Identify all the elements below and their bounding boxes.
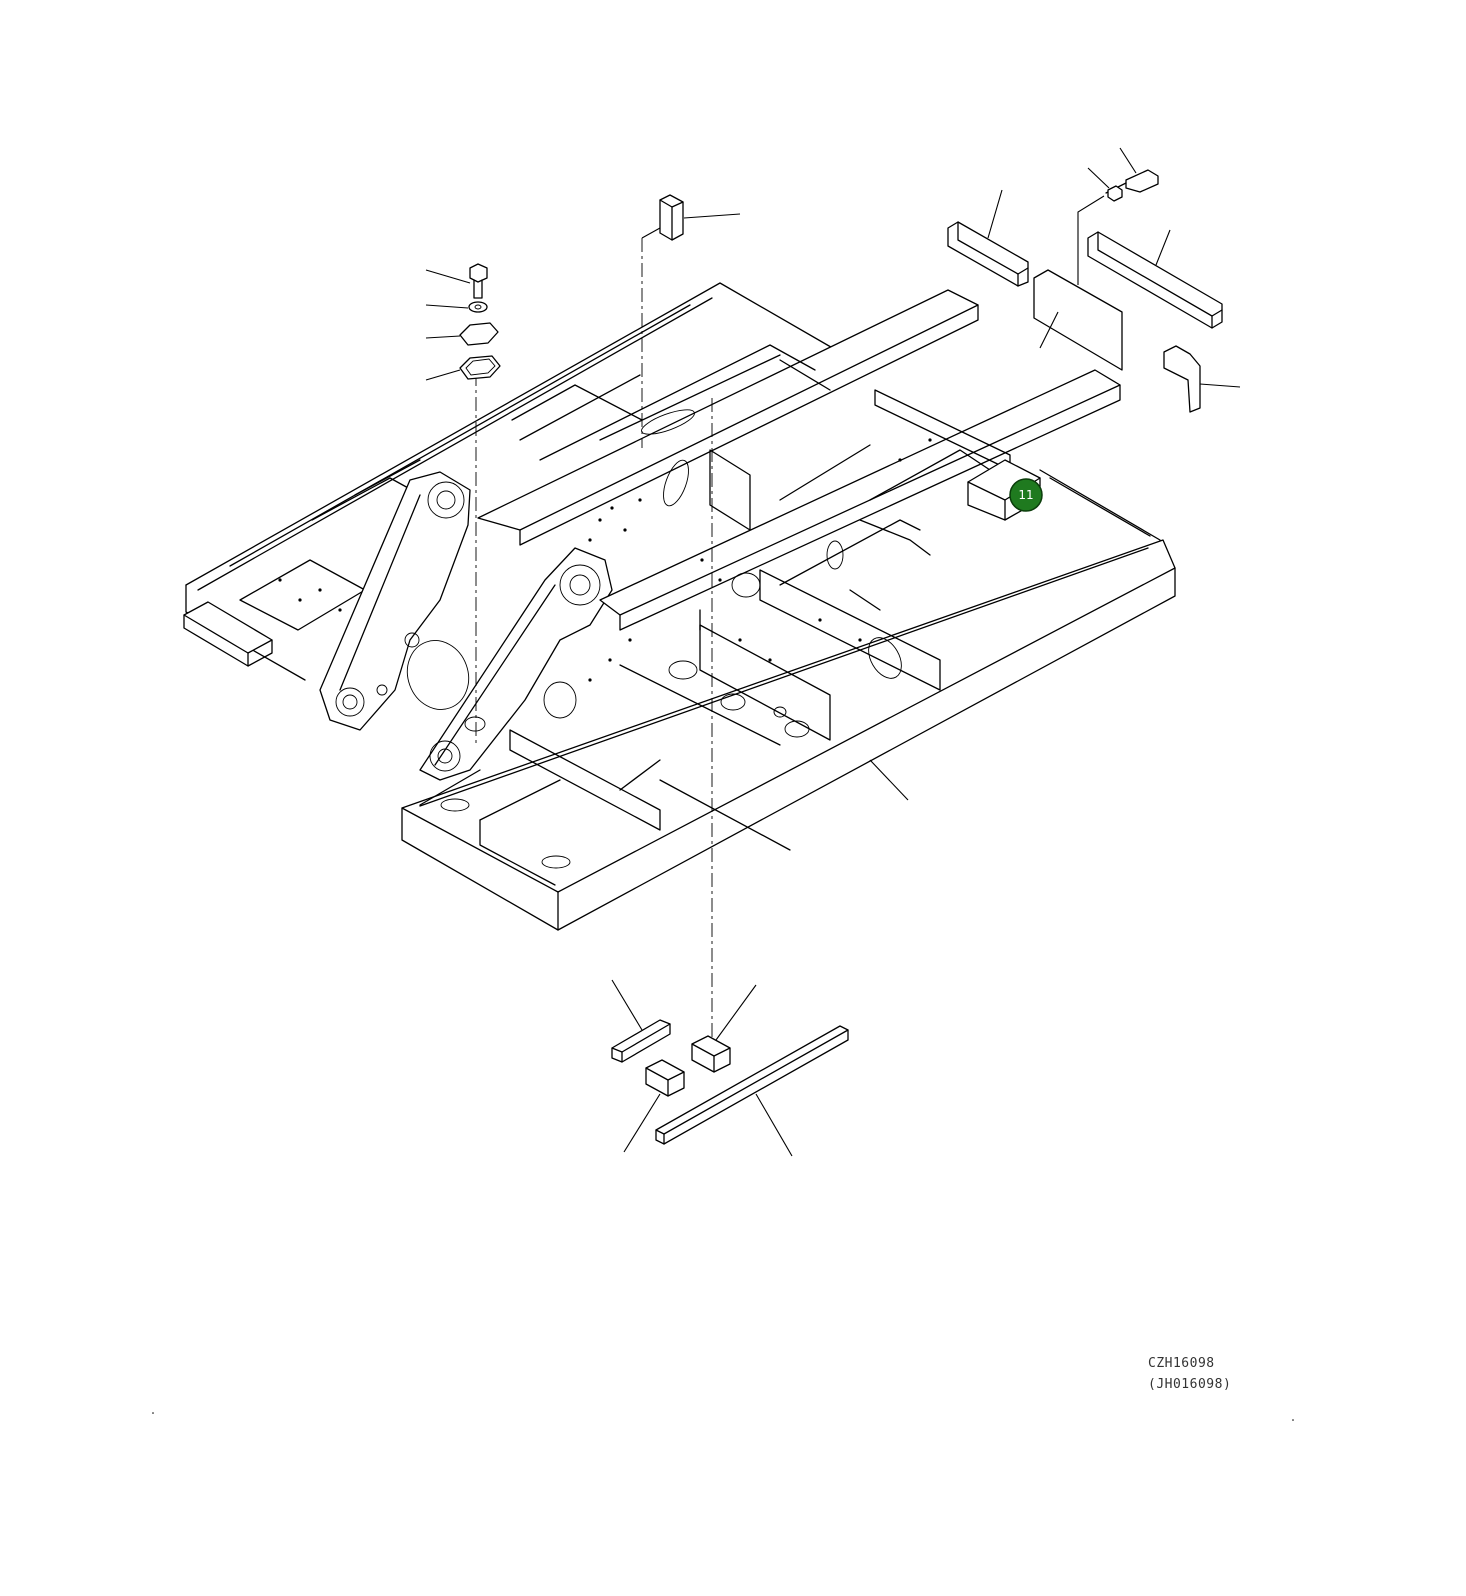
corner-mark-right bbox=[1292, 1419, 1294, 1421]
revolving-frame bbox=[183, 282, 1176, 931]
counterweight-leader bbox=[869, 759, 909, 801]
callout-11-circle[interactable] bbox=[1009, 478, 1043, 512]
cover-hardware-stack bbox=[425, 263, 501, 381]
top-right-parts bbox=[947, 147, 1241, 413]
corner-mark-left bbox=[152, 1412, 154, 1414]
bottom-parts bbox=[611, 979, 849, 1157]
drawing-code: CZH16098 bbox=[1148, 1356, 1215, 1371]
callout-11-label: 11 bbox=[1018, 488, 1033, 502]
callout-11[interactable]: 11 bbox=[1009, 478, 1043, 512]
bolt-dots bbox=[278, 438, 932, 682]
drawing-alt-code: (JH016098) bbox=[1148, 1377, 1232, 1392]
block-part-top bbox=[641, 194, 741, 241]
